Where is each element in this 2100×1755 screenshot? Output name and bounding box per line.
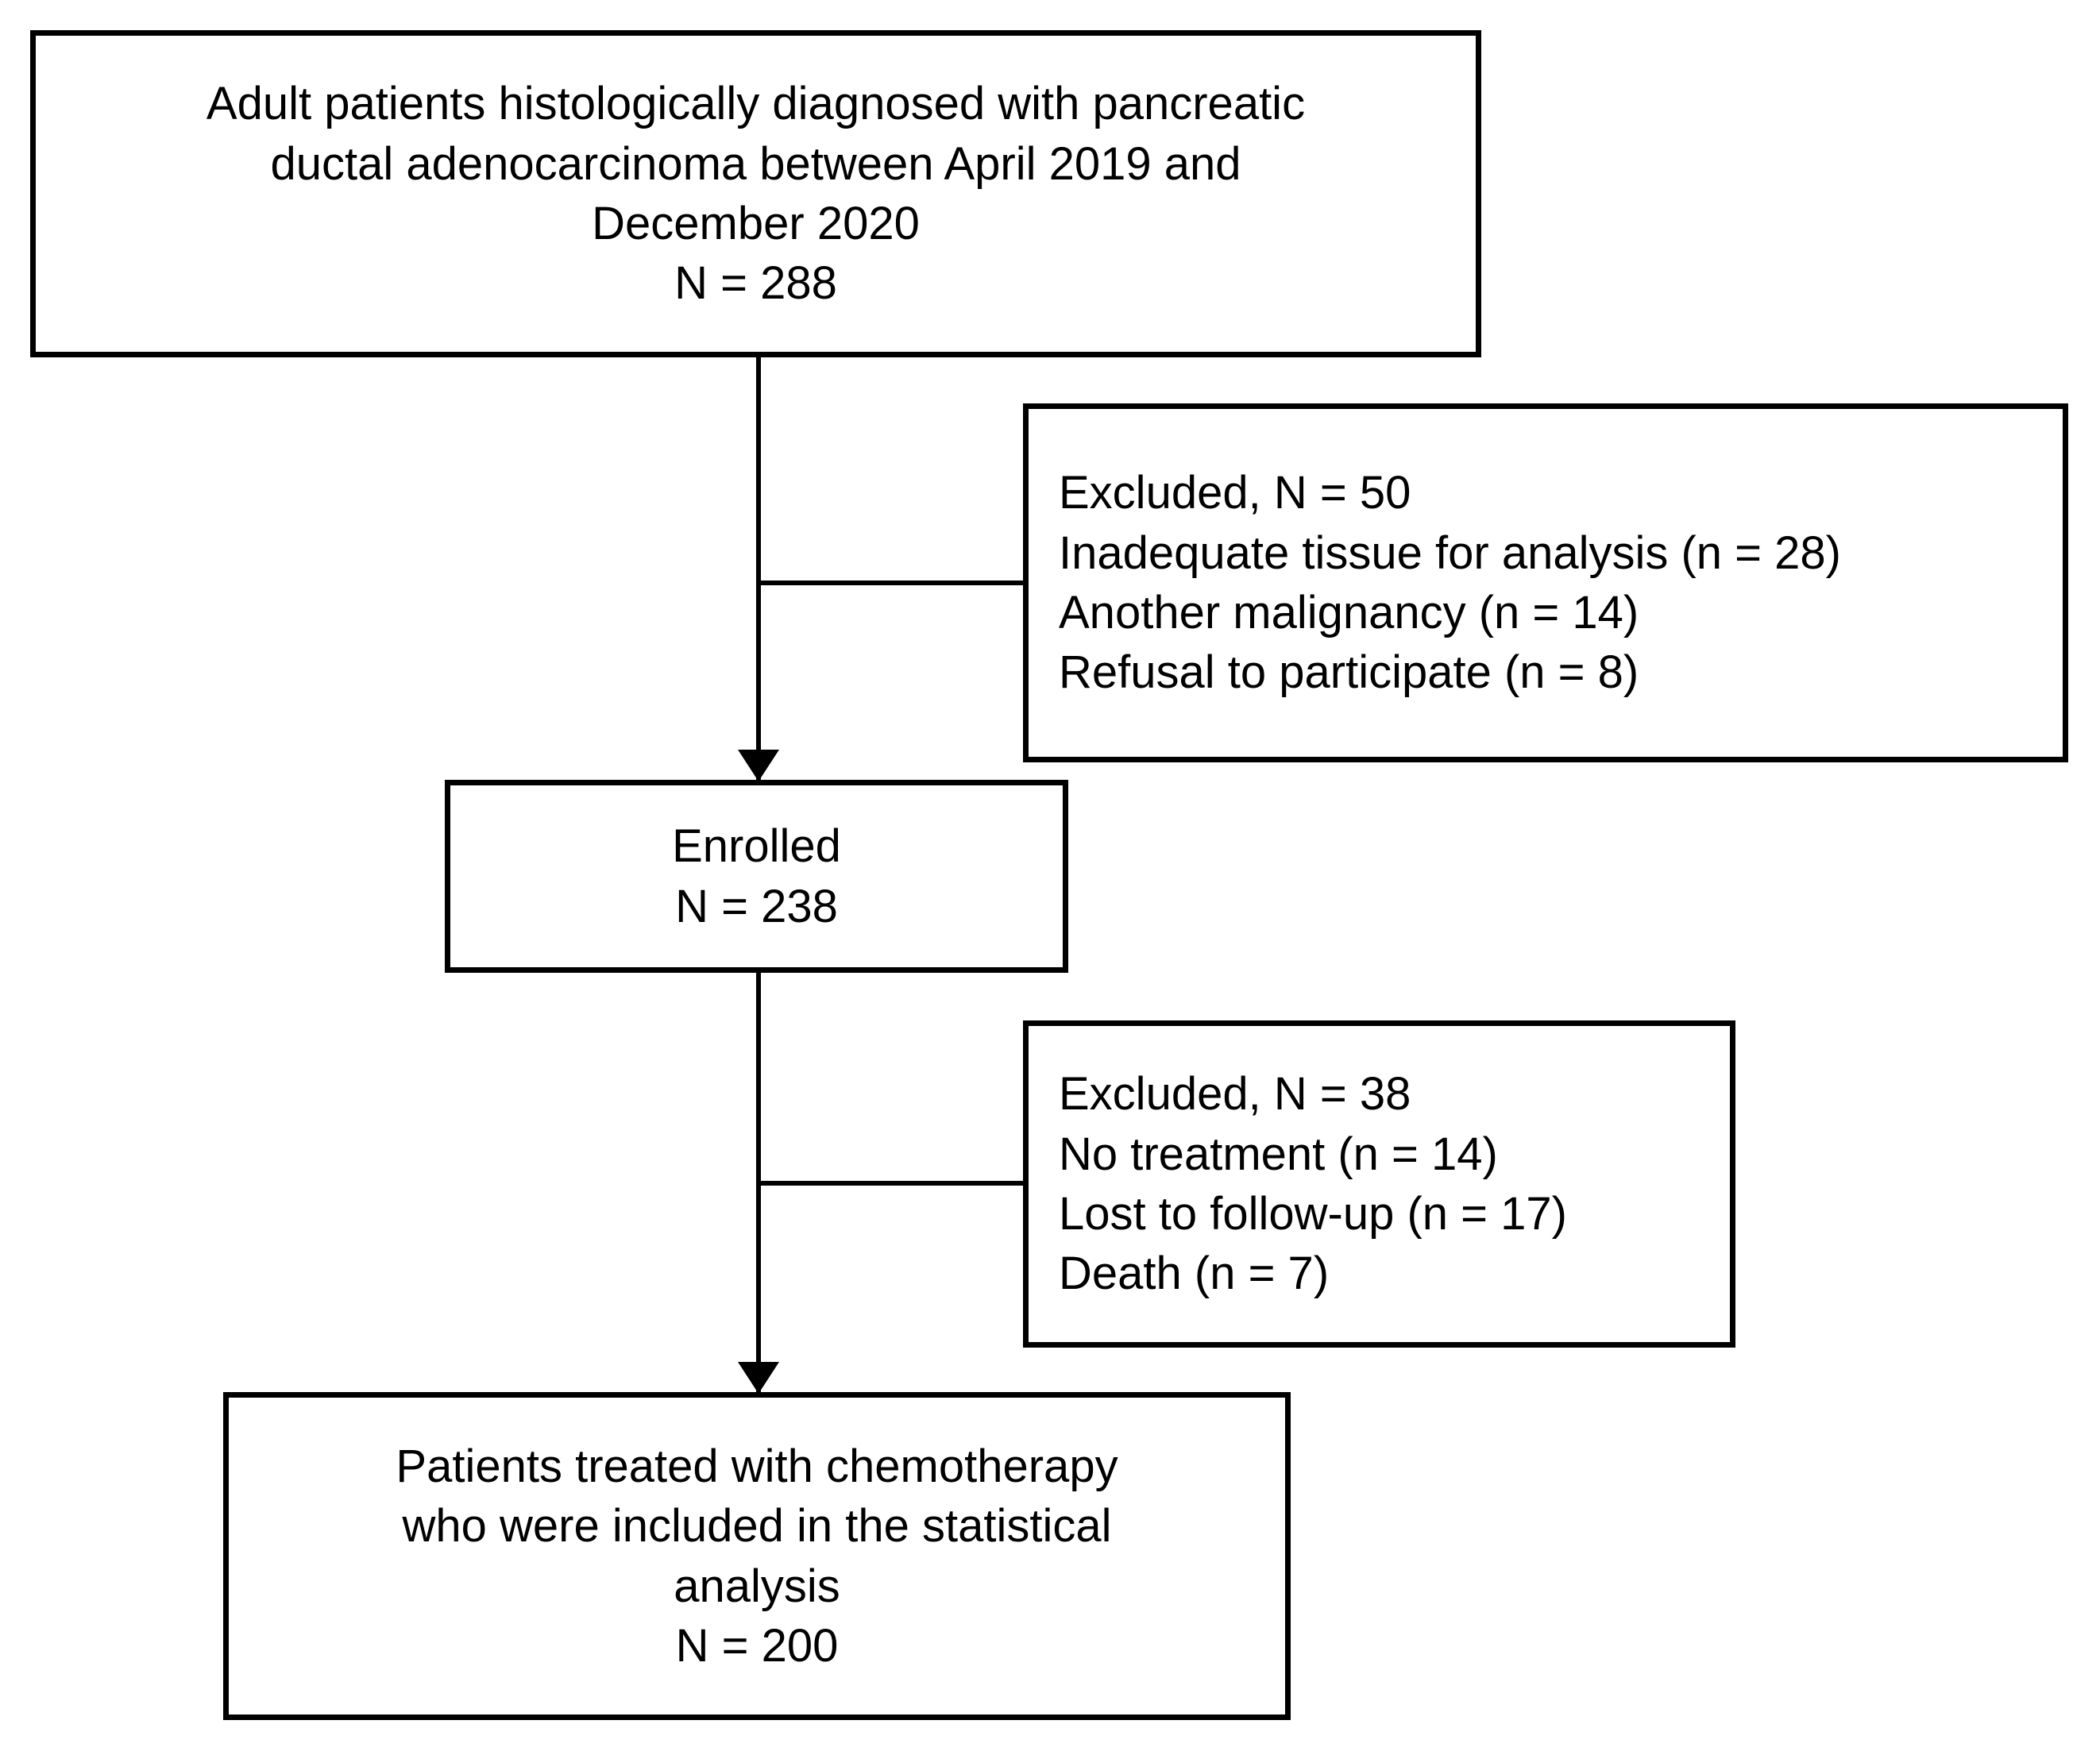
excluded-1-reason-1: Inadequate tissue for analysis (n = 28) bbox=[1059, 526, 1841, 579]
final-line-2: who were included in the statistical bbox=[402, 1500, 1112, 1552]
source-line-3: December 2020 bbox=[592, 198, 920, 249]
source-line-1: Adult patients histologically diagnosed … bbox=[206, 78, 1306, 130]
connector-source-to-enrolled bbox=[756, 357, 761, 780]
node-excluded-stage-1-text: Excluded, N = 50 Inadequate tissue for a… bbox=[1029, 463, 2063, 703]
arrowhead-enrolled-icon bbox=[738, 750, 779, 781]
arrowhead-final-icon bbox=[738, 1362, 779, 1394]
excluded-2-reason-1: No treatment (n = 14) bbox=[1059, 1128, 1498, 1180]
final-line-1: Patients treated with chemotherapy bbox=[396, 1440, 1118, 1492]
excluded-2-reason-3: Death (n = 7) bbox=[1059, 1248, 1330, 1300]
excluded-1-reason-3: Refusal to participate (n = 8) bbox=[1059, 646, 1639, 699]
node-source-population-text: Adult patients histologically diagnosed … bbox=[36, 74, 1476, 314]
node-source-population: Adult patients histologically diagnosed … bbox=[30, 30, 1481, 357]
node-excluded-stage-2-text: Excluded, N = 38 No treatment (n = 14) L… bbox=[1029, 1064, 1730, 1304]
node-analysis-population-text: Patients treated with chemotherapy who w… bbox=[229, 1437, 1285, 1676]
excluded-2-reason-2: Lost to follow-up (n = 17) bbox=[1059, 1188, 1567, 1240]
excluded-2-total: Excluded, N = 38 bbox=[1059, 1068, 1411, 1120]
enrolled-count: N = 238 bbox=[675, 880, 838, 932]
node-enrolled-text: Enrolled N = 238 bbox=[450, 816, 1063, 936]
final-count: N = 200 bbox=[675, 1619, 839, 1672]
node-enrolled: Enrolled N = 238 bbox=[445, 780, 1068, 973]
node-analysis-population: Patients treated with chemotherapy who w… bbox=[223, 1392, 1291, 1720]
node-excluded-stage-1: Excluded, N = 50 Inadequate tissue for a… bbox=[1023, 403, 2068, 762]
excluded-1-total: Excluded, N = 50 bbox=[1059, 467, 1411, 519]
source-count: N = 288 bbox=[674, 257, 837, 310]
node-excluded-stage-2: Excluded, N = 38 No treatment (n = 14) L… bbox=[1023, 1020, 1735, 1348]
connector-source-to-excluded-1 bbox=[756, 580, 1025, 585]
connector-enrolled-to-excluded-2 bbox=[756, 1181, 1025, 1186]
enrolled-title: Enrolled bbox=[672, 820, 841, 873]
final-line-3: analysis bbox=[674, 1560, 840, 1612]
source-line-2: ductal adenocarcinoma between April 2019… bbox=[270, 137, 1241, 190]
excluded-1-reason-2: Another malignancy (n = 14) bbox=[1059, 587, 1639, 638]
